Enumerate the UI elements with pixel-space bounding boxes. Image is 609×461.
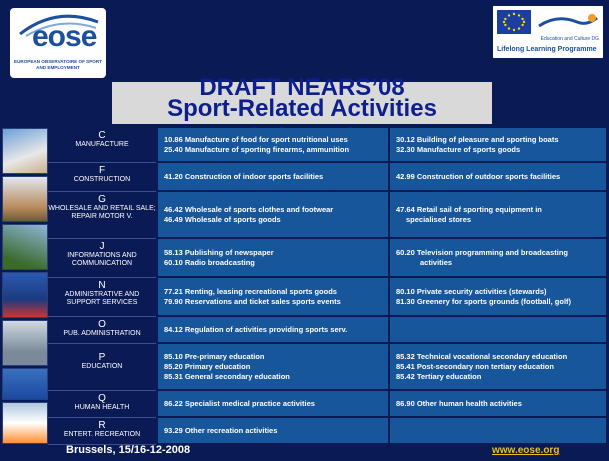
- section-label: F CONSTRUCTION: [48, 163, 156, 192]
- activities-col1: 58.13 Publishing of newspaper 60.10 Radi…: [158, 239, 388, 277]
- photo-strip: [0, 124, 48, 446]
- activities-col2: 80.10 Private security activities (stewa…: [390, 278, 606, 316]
- photo-athlete-1: [2, 128, 48, 174]
- section-label: J INFORMATIONS AND COMMUNICATION: [48, 239, 156, 278]
- activities-col1: 84.12 Regulation of activities providing…: [158, 317, 388, 343]
- photo-athlete-4: [2, 320, 48, 366]
- activities-col2: [390, 317, 606, 343]
- eu-flag-icon: [497, 10, 531, 34]
- activities-col1: 86.22 Specialist medical practice activi…: [158, 391, 388, 417]
- activities-col2: 47.64 Retail sail of sporting equipment …: [390, 192, 606, 238]
- photo-rafting: [2, 402, 48, 444]
- eu-badge: Education and Culture DG Lifelong Learni…: [493, 6, 603, 58]
- eu-programme-text: Lifelong Learning Programme: [497, 46, 597, 53]
- activities-col2: 60.20 Television programming and broadca…: [390, 239, 606, 277]
- photo-cyclist: [2, 224, 48, 270]
- activities-col2: 30.12 Building of pleasure and sporting …: [390, 128, 606, 162]
- row-pub-administration: O PUB. ADMINISTRATION 84.12 Regulation o…: [48, 317, 606, 344]
- section-label: N ADMINISTRATIVE AND SUPPORT SERVICES: [48, 278, 156, 317]
- llp-mark-icon: [538, 14, 598, 28]
- section-label: Q HUMAN HEALTH: [48, 391, 156, 418]
- photo-athlete-2: [2, 176, 48, 222]
- photo-athlete-5: [2, 368, 48, 400]
- swoosh-icon: [19, 14, 99, 37]
- footer-website-link[interactable]: www.eose.org: [492, 445, 560, 456]
- photo-athlete-3: [2, 272, 48, 318]
- section-label: C MANUFACTURE: [48, 128, 156, 163]
- row-education: P EDUCATION 85.10 Pre-primary education …: [48, 344, 606, 391]
- section-label: R ENTERT. RECREATION: [48, 418, 156, 445]
- eose-logo: eose EUROPEAN OBSERVATOIRE OF SPORT AND …: [10, 8, 106, 78]
- row-administrative: N ADMINISTRATIVE AND SUPPORT SERVICES 77…: [48, 278, 606, 317]
- activities-col1: 77.21 Renting, leasing recreational spor…: [158, 278, 388, 316]
- activities-col1: 10.86 Manufacture of food for sport nutr…: [158, 128, 388, 162]
- row-construction: F CONSTRUCTION 41.20 Construction of ind…: [48, 163, 606, 192]
- activities-col2: 85.32 Technical vocational secondary edu…: [390, 344, 606, 390]
- row-manufacture: C MANUFACTURE 10.86 Manufacture of food …: [48, 128, 606, 163]
- eu-dg-text: Education and Culture DG: [540, 36, 599, 42]
- section-label: G WHOLESALE AND RETAIL SALE; REPAIR MOTO…: [48, 192, 156, 239]
- row-human-health: Q HUMAN HEALTH 86.22 Specialist medical …: [48, 391, 606, 418]
- title-card: DRAFT NEARS’08 Sport-Related Activities …: [112, 74, 492, 150]
- section-label: O PUB. ADMINISTRATION: [48, 317, 156, 344]
- section-label: P EDUCATION: [48, 344, 156, 391]
- logo-subtitle: EUROPEAN OBSERVATOIRE OF SPORT AND EMPLO…: [14, 59, 102, 70]
- activities-col1: 93.29 Other recreation activities: [158, 418, 388, 444]
- activities-col1: 46.42 Wholesale of sports clothes and fo…: [158, 192, 388, 238]
- row-recreation: R ENTERT. RECREATION 93.29 Other recreat…: [48, 418, 606, 445]
- footer-date: Brussels, 15/16-12-2008: [66, 444, 191, 456]
- activities-col2: 86.90 Other human health activities: [390, 391, 606, 417]
- activities-col1: 41.20 Construction of indoor sports faci…: [158, 163, 388, 191]
- activities-col2: 42.99 Construction of outdoor sports fac…: [390, 163, 606, 191]
- logo-word: eose: [32, 20, 97, 53]
- page-title: DRAFT NEARS’08: [199, 74, 405, 101]
- activities-col2: [390, 418, 606, 444]
- row-wholesale: G WHOLESALE AND RETAIL SALE; REPAIR MOTO…: [48, 192, 606, 239]
- activities-col1: 85.10 Pre-primary education 85.20 Primar…: [158, 344, 388, 390]
- row-information: J INFORMATIONS AND COMMUNICATION 58.13 P…: [48, 239, 606, 278]
